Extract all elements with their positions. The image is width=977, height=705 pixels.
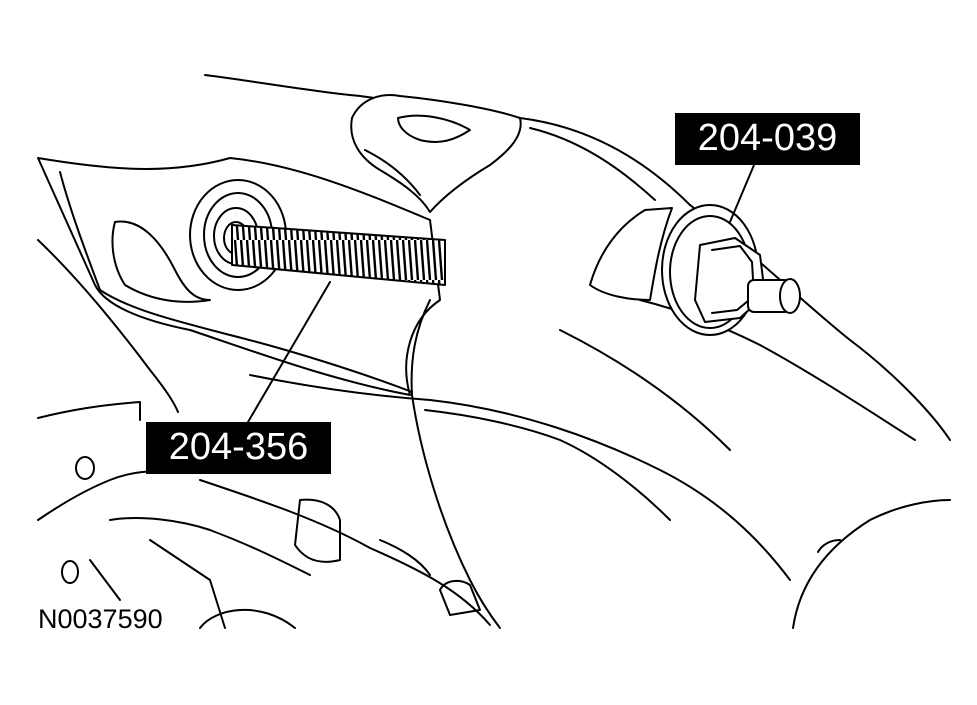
subframe-top [37, 239, 179, 413]
threaded-rod [231, 224, 446, 286]
subframe-wire [379, 539, 431, 576]
leader-line-204-039 [729, 164, 755, 223]
housing-recess [111, 220, 211, 303]
tool-shaft-end [779, 278, 801, 314]
lower-arm-bottom-edge [199, 479, 491, 626]
rubber-boot [350, 94, 522, 213]
bottom-arc [199, 608, 296, 629]
housing-plate [37, 157, 441, 396]
callout-label: 204-356 [168, 426, 309, 468]
callout-204-039: 204-039 [675, 113, 860, 165]
boot-fold [397, 114, 471, 143]
wheel-arc [792, 499, 951, 629]
mount-bolt [75, 456, 95, 480]
housing-plate-inner [59, 171, 413, 393]
leader-line-204-356 [247, 281, 331, 423]
subframe-bracket [294, 498, 341, 563]
knuckle-lower-edge [559, 329, 731, 451]
body-inner-contour [529, 127, 656, 201]
lower-arm-flange [424, 409, 671, 521]
subframe-lower [109, 517, 311, 576]
tool-sleeve [589, 207, 673, 301]
subframe-lower-strut [89, 539, 226, 629]
lower-arm-top-edge [249, 374, 791, 581]
callout-label: 204-039 [697, 117, 838, 159]
upper-body-outline [204, 74, 951, 441]
subframe-tab [439, 579, 481, 616]
subframe-edge [37, 470, 171, 521]
lower-arm-vertical-web [410, 299, 501, 629]
figure-id: N0037590 [38, 604, 163, 634]
tool-hex-nut-face [711, 245, 755, 314]
wheel-arc-notch [817, 539, 841, 553]
subframe-mount [37, 401, 141, 421]
boot-crease [364, 149, 421, 196]
callout-204-356: 204-356 [146, 422, 331, 474]
lower-bolt [61, 560, 79, 584]
